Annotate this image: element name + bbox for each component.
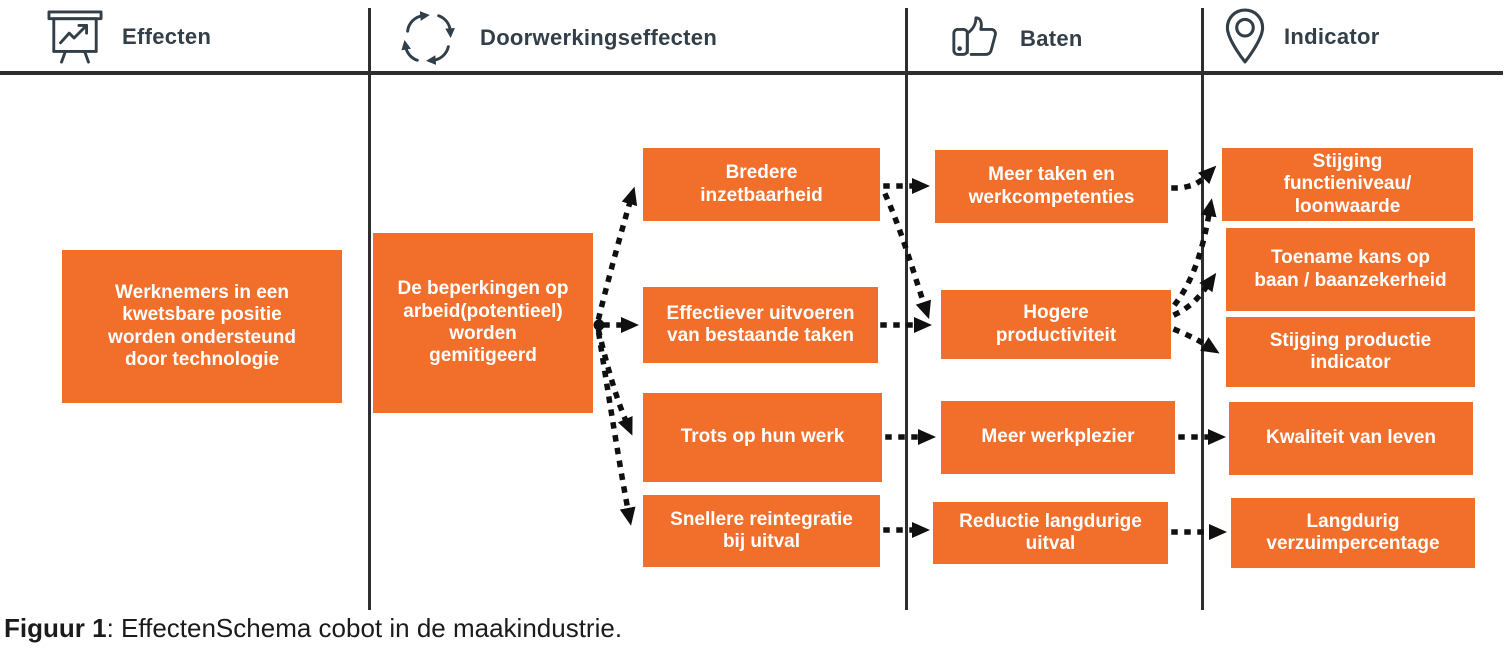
figure-caption: Figuur 1: EffectenSchema cobot in de maa… <box>4 613 622 644</box>
recycle-icon <box>401 11 455 65</box>
column-header-label: Baten <box>1020 26 1083 51</box>
column-header-indicator: Indicator <box>1224 8 1380 66</box>
box-effect: Werknemers in een kwetsbare positie word… <box>62 250 342 403</box>
arrow-hogere-to-ind1 <box>1172 198 1217 307</box>
thumbs-up-icon <box>952 16 997 56</box>
box-reductie-uitval: Reductie langdurige uitval <box>933 502 1168 564</box>
column-header-label: Effecten <box>122 24 212 49</box>
box-effectiever-uitvoeren: Effectiever uitvoeren van bestaande take… <box>643 287 878 363</box>
arrow-doorwerking-to-snellere <box>595 331 636 526</box>
box-snellere-reintegratie: Snellere reintegratie bij uitval <box>643 495 880 567</box>
presentation-chart-icon <box>47 10 103 64</box>
column-header-label: Indicator <box>1284 24 1380 49</box>
arrow-doorwerking-to-trots <box>595 328 633 436</box>
location-pin-icon <box>1225 8 1265 64</box>
box-doorwerking: De beperkingen op arbeid(potentieel) wor… <box>373 233 593 413</box>
box-kwaliteit-van-leven: Kwaliteit van leven <box>1229 402 1473 475</box>
column-header-label: Doorwerkingseffecten <box>480 25 718 50</box>
box-hogere-productiviteit: Hogere productiviteit <box>941 290 1171 359</box>
column-header-doorwerkingseffecten: Doorwerkingseffecten <box>392 6 717 70</box>
box-meer-taken: Meer taken en werkcompetenties <box>935 150 1168 223</box>
column-header-effecten: Effecten <box>46 10 211 64</box>
column-divider-1 <box>368 8 371 610</box>
figure-caption-prefix: Figuur 1 <box>4 613 107 643</box>
box-stijging-functieniveau: Stijging functieniveau/ loonwaarde <box>1222 148 1473 221</box>
column-header-baten: Baten <box>948 14 1083 64</box>
arrow-doorwerking-to-bredere <box>595 186 638 321</box>
column-divider-2 <box>905 8 908 610</box>
header-underline <box>0 71 1503 75</box>
box-meer-werkplezier: Meer werkplezier <box>941 401 1175 474</box>
figure-caption-text: : EffectenSchema cobot in de maakindustr… <box>106 613 623 643</box>
box-stijging-productie: Stijging productie indicator <box>1226 317 1475 387</box>
box-trots-op-werk: Trots op hun werk <box>643 393 882 482</box>
column-divider-3 <box>1201 8 1204 610</box>
box-toename-kans-baan: Toename kans op baan / baanzekerheid <box>1226 228 1475 311</box>
box-langdurig-verzuim: Langdurig verzuimpercentage <box>1231 498 1475 568</box>
box-bredere-inzetbaarheid: Bredere inzetbaarheid <box>643 148 880 221</box>
fan-origin-dot <box>593 319 605 331</box>
